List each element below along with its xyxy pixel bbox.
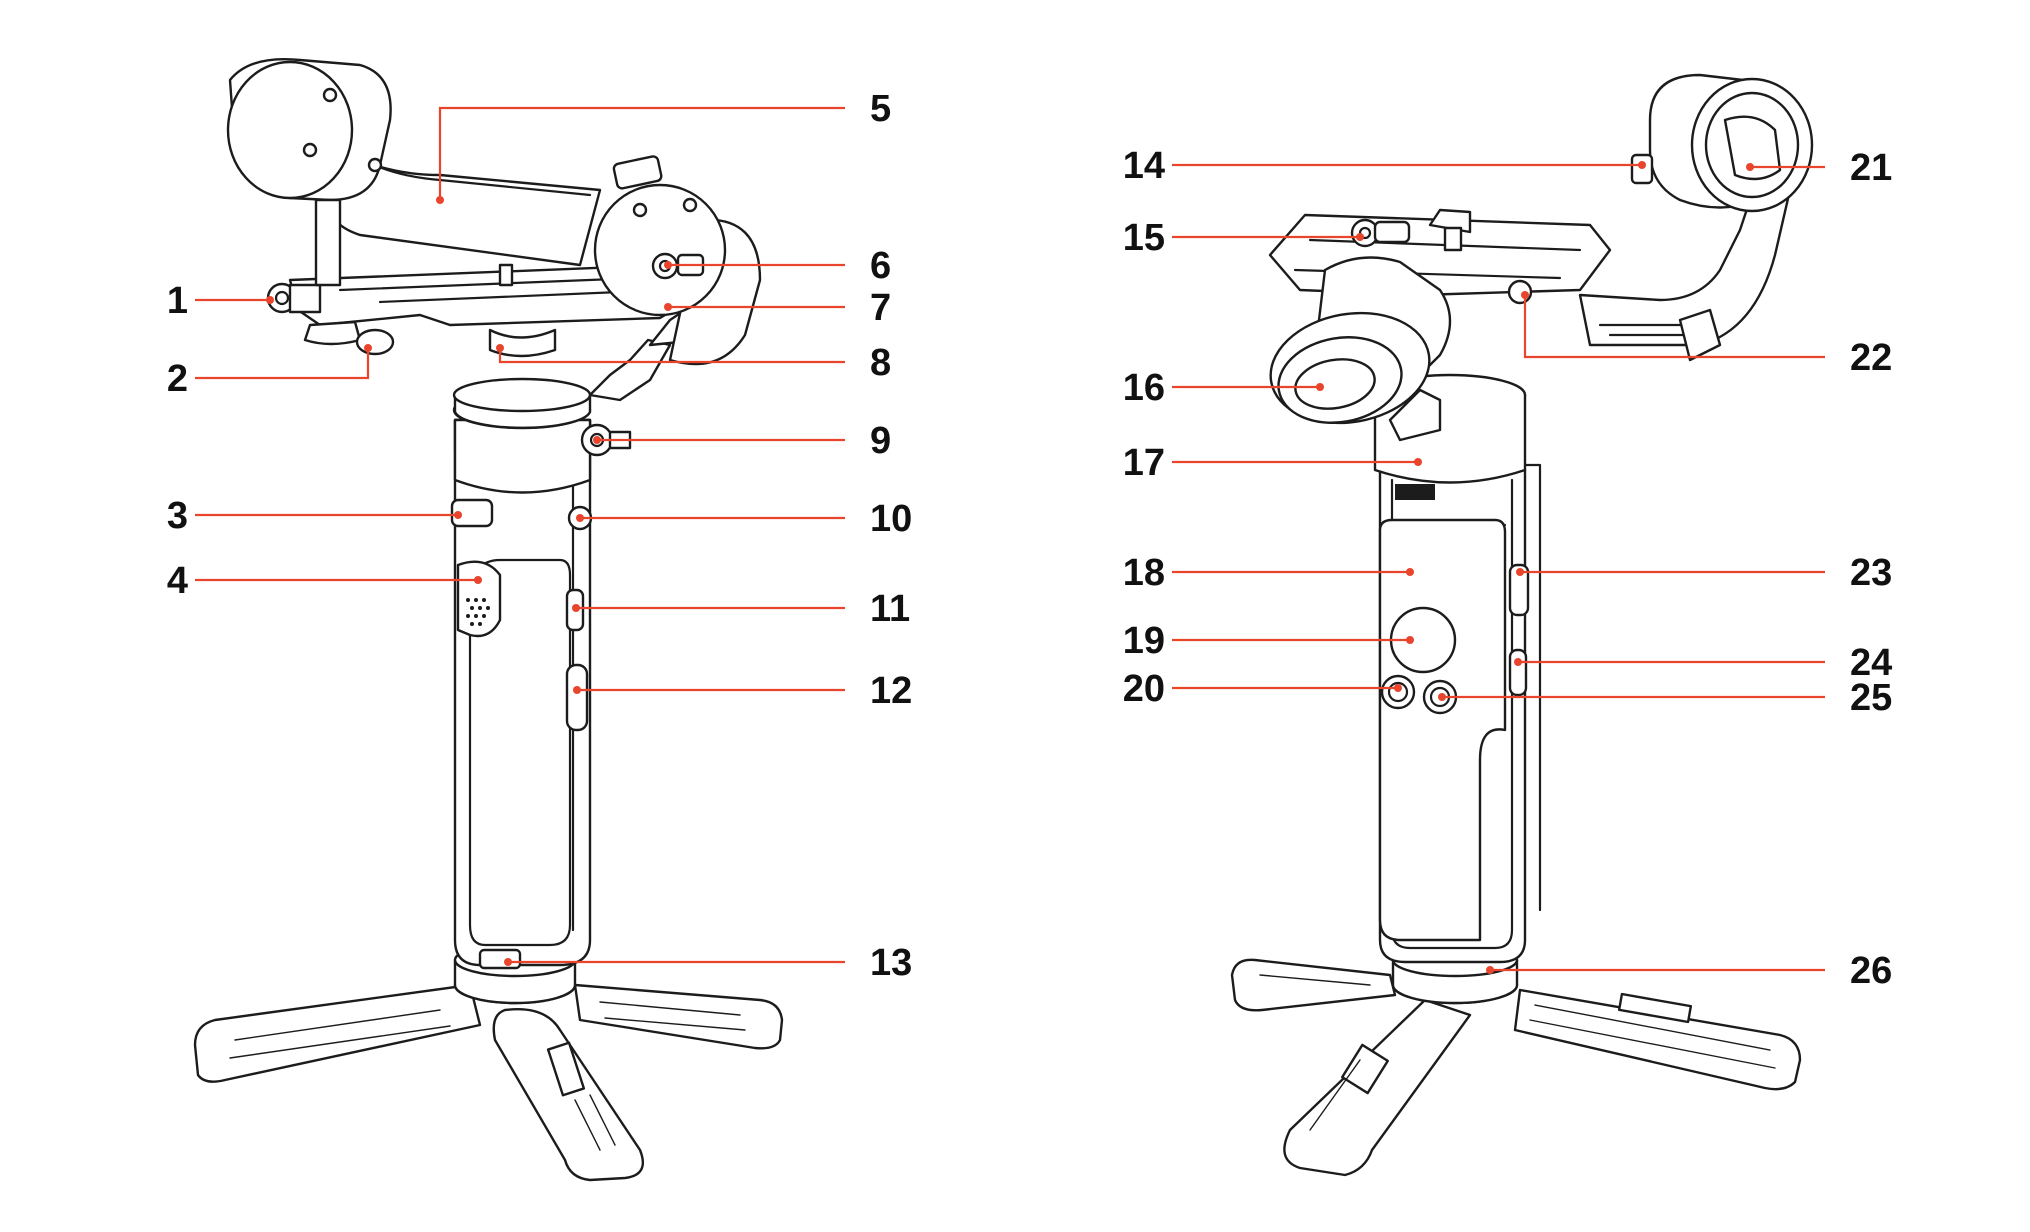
gimbal-front-view [193, 58, 784, 1182]
callout-19-number: 19 [1123, 620, 1165, 662]
callout-13-dot [504, 958, 512, 966]
callout-8: 8 [496, 342, 891, 384]
callout-7-dot [664, 303, 672, 311]
tilt-arm-rear-view [1578, 73, 1814, 362]
handle-right-view [1373, 373, 1542, 964]
callout-12-dot [573, 686, 581, 694]
callout-13: 13 [504, 942, 912, 984]
callout-24-number: 24 [1850, 642, 1892, 684]
callout-17-number: 17 [1123, 442, 1165, 484]
callout-20-dot [1394, 684, 1402, 692]
callout-8-number: 8 [870, 342, 891, 384]
callout-21-dot [1746, 163, 1754, 171]
callout-24: 24 [1514, 642, 1892, 684]
callout-17: 17 [1123, 442, 1422, 484]
roll-motor-left-view [593, 183, 762, 366]
callout-1-dot [266, 296, 274, 304]
callout-14-number: 14 [1123, 145, 1165, 187]
callout-2-number: 2 [167, 358, 188, 400]
callout-23-number: 23 [1850, 552, 1892, 594]
callout-14: 14 [1123, 145, 1646, 187]
callout-18-dot [1406, 568, 1414, 576]
callout-23: 23 [1516, 552, 1892, 594]
pan-motor-rear-view [1269, 256, 1452, 442]
callout-25: 25 [1438, 677, 1892, 719]
callout-layer: 1234567891011121314151617181920212223242… [167, 88, 1892, 992]
gimbal-rear-view [1230, 73, 1814, 1177]
callout-1-number: 1 [167, 280, 188, 322]
callout-14-dot [1638, 161, 1646, 169]
callout-21: 21 [1746, 147, 1892, 189]
callout-24-dot [1514, 658, 1522, 666]
callout-9: 9 [593, 420, 891, 462]
callout-16: 16 [1123, 367, 1324, 409]
callout-10: 10 [576, 498, 912, 540]
callout-8-dot [496, 344, 504, 352]
callout-6-number: 6 [870, 245, 891, 287]
callout-18: 18 [1123, 552, 1414, 594]
tripod-right-view [1230, 942, 1802, 1177]
callout-22-leader [1523, 295, 1825, 359]
callout-8-leader [498, 348, 845, 364]
callout-25-number: 25 [1850, 677, 1892, 719]
callout-19: 19 [1123, 620, 1414, 662]
callout-26-number: 26 [1850, 950, 1892, 992]
callout-16-dot [1316, 383, 1324, 391]
callout-12-number: 12 [870, 670, 912, 712]
tilt-arm [226, 58, 602, 287]
callout-6-dot [664, 261, 672, 269]
callout-11-dot [572, 604, 580, 612]
callout-10-dot [576, 514, 584, 522]
callout-4-dot [474, 576, 482, 584]
callout-5-number: 5 [870, 88, 891, 130]
callout-18-number: 18 [1123, 552, 1165, 594]
callout-26: 26 [1486, 950, 1892, 992]
callout-13-number: 13 [870, 942, 912, 984]
callout-17-dot [1414, 458, 1422, 466]
callout-11: 11 [572, 588, 910, 630]
callout-19-dot [1406, 636, 1414, 644]
callout-15-dot [1356, 233, 1364, 241]
trigger-grip-pattern [466, 598, 490, 626]
callout-9-dot [593, 436, 601, 444]
callout-12: 12 [573, 670, 912, 712]
callout-9-number: 9 [870, 420, 891, 462]
callout-2-dot [364, 344, 372, 352]
callout-21-number: 21 [1850, 147, 1892, 189]
callout-4-number: 4 [167, 560, 188, 602]
callout-26-dot [1486, 966, 1494, 974]
callout-11-number: 11 [870, 588, 910, 630]
callout-22: 22 [1521, 291, 1892, 379]
callout-7: 7 [664, 287, 891, 329]
callout-3-number: 3 [167, 495, 188, 537]
callout-5: 5 [436, 88, 891, 204]
callout-20-number: 20 [1123, 668, 1165, 710]
callout-4: 4 [167, 560, 482, 602]
callout-5-leader [438, 106, 845, 200]
callout-15: 15 [1123, 217, 1364, 259]
callout-16-number: 16 [1123, 367, 1165, 409]
callout-3-dot [454, 511, 462, 519]
handle-left-view [450, 377, 632, 970]
callout-2-leader [195, 348, 370, 380]
callout-22-dot [1521, 291, 1529, 299]
callout-5-dot [436, 196, 444, 204]
tripod-left-view [193, 942, 784, 1182]
callout-3: 3 [167, 495, 462, 537]
callout-10-number: 10 [870, 498, 912, 540]
callout-25-dot [1438, 693, 1446, 701]
callout-15-number: 15 [1123, 217, 1165, 259]
callout-22-number: 22 [1850, 337, 1892, 379]
callout-2: 2 [167, 344, 372, 400]
callout-6: 6 [664, 245, 891, 287]
callout-23-dot [1516, 568, 1524, 576]
callout-1: 1 [167, 280, 274, 322]
callout-20: 20 [1123, 668, 1402, 710]
callout-7-number: 7 [870, 287, 891, 329]
